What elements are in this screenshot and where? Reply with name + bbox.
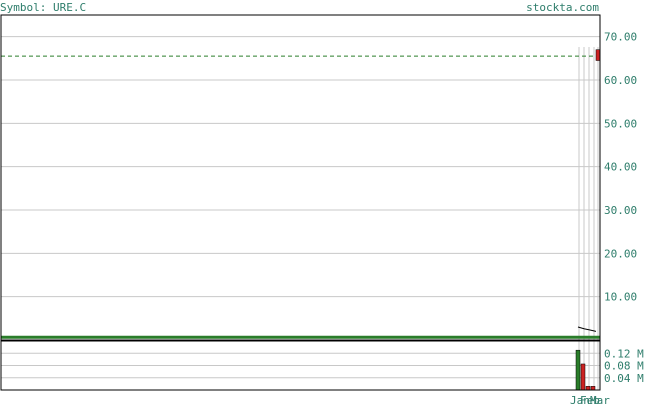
price-panel-frame (0, 14, 601, 341)
price-axis-tick-label: 60.00 (604, 74, 637, 87)
price-axis-tick-label: 30.00 (604, 204, 637, 217)
volume-bar (575, 349, 581, 391)
price-axis-tick-label: 50.00 (604, 117, 637, 130)
price-axis-tick-label: 20.00 (604, 247, 637, 260)
price-axis-tick-label: 40.00 (604, 161, 637, 174)
volume-bar (580, 363, 586, 391)
symbol-label: Symbol: URE.C (0, 1, 86, 14)
volume-axis-tick-label: 0.04 M (604, 372, 644, 385)
time-axis-tick-label: Mar (590, 394, 610, 406)
price-axis-tick-label: 10.00 (604, 291, 637, 304)
price-panel-background (1, 15, 600, 340)
time-axis-tick-label: Jan (570, 394, 590, 406)
volume-panel-frame (0, 340, 601, 391)
volume-bar (585, 386, 591, 391)
volume-axis-tick-label: 0.12 M (604, 347, 644, 360)
time-axis-tick-label: Feb (580, 394, 600, 406)
price-axis-tick-label: 70.00 (604, 31, 637, 44)
price-panel: 10.00 20.00 30.00 40.00 50.00 60.00 70.00 (0, 14, 637, 341)
price-candle (595, 49, 601, 61)
site-link[interactable]: stockta.com (526, 1, 599, 14)
price-line (577, 326, 597, 332)
volume-bar (590, 386, 596, 391)
volume-axis-tick-label: 0.08 M (604, 360, 644, 373)
